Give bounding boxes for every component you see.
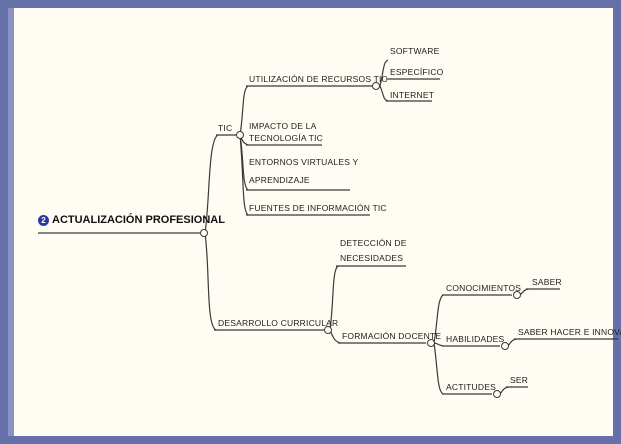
connector-habilidades-saberhacer <box>507 338 517 347</box>
topic-habilidades[interactable]: HABILIDADES <box>446 334 505 344</box>
connector-desarrollo-deteccion <box>329 265 339 331</box>
topic-fuentes-informacion[interactable]: FUENTES DE INFORMACIÓN TIC <box>249 203 387 213</box>
connector-utilizacion-software <box>379 59 389 87</box>
topic-impacto-line2[interactable]: TECNOLOGÍA TIC <box>249 133 323 143</box>
connector-formacion-actitudes <box>433 342 444 395</box>
collapse-tic-toggle <box>236 131 244 139</box>
collapse-desarrollo-toggle <box>324 326 332 334</box>
connector-desarrollo-formacion <box>329 329 341 344</box>
connector-root-tic <box>204 134 219 234</box>
topic-impacto-line1[interactable]: IMPACTO DE LA <box>249 121 317 131</box>
topic-saber-hacer-innovar[interactable]: SABER HACER E INNOVAR <box>518 327 621 337</box>
topic-formacion-docente[interactable]: FORMACIÓN DOCENTE <box>342 331 442 341</box>
root-priority-badge: 2 <box>38 215 49 226</box>
connector-formacion-conocimientos <box>433 294 444 344</box>
connector-utilizacion-internet <box>379 85 389 102</box>
root-topic[interactable]: ACTUALIZACIÓN PROFESIONAL <box>52 214 225 226</box>
collapse-root-toggle <box>200 229 208 237</box>
topic-software-line2[interactable]: ESPECÍFICO <box>390 67 444 77</box>
topic-utilizacion-recursos[interactable]: UTILIZACIÓN DE RECURSOS TIC <box>249 74 388 84</box>
topic-deteccion-line2[interactable]: NECESIDADES <box>340 253 404 263</box>
connector-conocimientos-saber <box>519 288 529 296</box>
topic-internet[interactable]: INTERNET <box>390 90 435 100</box>
topic-deteccion-line1[interactable]: DETECCIÓN DE <box>340 238 407 248</box>
collapse-formacion-toggle <box>427 339 435 347</box>
topic-tic[interactable]: TIC <box>218 123 233 133</box>
topic-actitudes[interactable]: ACTITUDES <box>446 382 496 392</box>
topic-conocimientos[interactable]: CONOCIMIENTOS <box>446 283 522 293</box>
collapse-utilizacion-toggle <box>372 82 380 90</box>
collapse-habilidades-toggle <box>501 342 509 350</box>
topic-ser[interactable]: SER <box>510 375 529 385</box>
connector-tic-fuentes <box>239 134 249 216</box>
connector-actitudes-ser <box>499 386 509 395</box>
collapse-actitudes-toggle <box>493 390 501 398</box>
connector-tic-utilizacion <box>239 85 249 136</box>
left-panel-edge <box>8 8 14 436</box>
collapse-conocimientos-toggle <box>513 291 521 299</box>
topic-software-line1[interactable]: SOFTWARE <box>390 46 440 56</box>
topic-saber[interactable]: SABER <box>532 277 562 287</box>
mindmap-canvas <box>8 8 613 436</box>
topic-desarrollo-curricular[interactable]: DESARROLLO CURRICULAR <box>218 318 339 328</box>
connector-formacion-habilidades <box>433 342 444 347</box>
connector-root-desarrollo <box>204 232 217 331</box>
topic-entornos-line2[interactable]: APRENDIZAJE <box>249 175 310 185</box>
topic-entornos-line1[interactable]: ENTORNOS VIRTUALES Y <box>249 157 359 167</box>
